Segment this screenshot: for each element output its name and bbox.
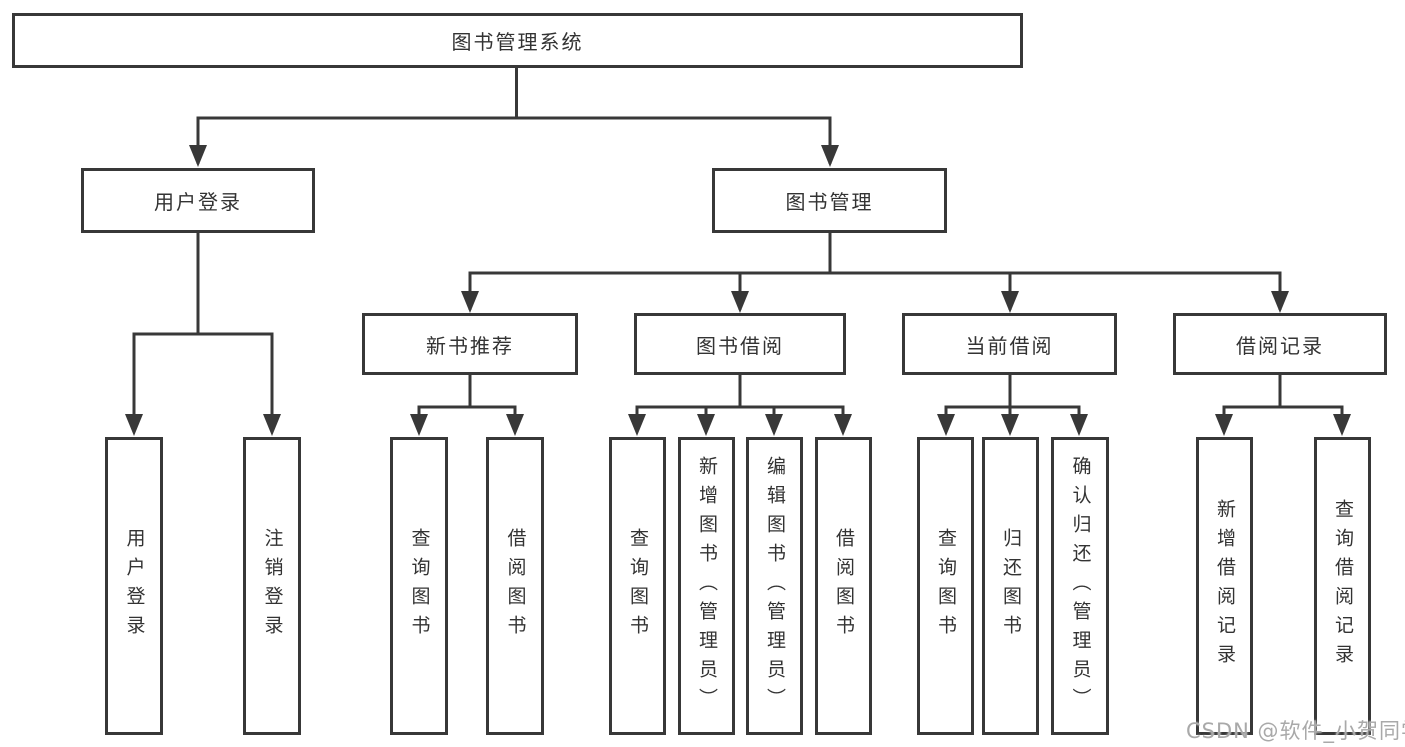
leaf-logout: 注销登录 xyxy=(243,437,301,735)
node-label: 用户登录 xyxy=(123,528,146,644)
leaf-add-borrow-record: 新增借阅记录 xyxy=(1196,437,1253,735)
node-label: 借阅图书 xyxy=(504,528,527,644)
node-label: 新书推荐 xyxy=(426,333,514,358)
leaf-return-books: 归还图书 xyxy=(982,437,1039,735)
leaf-confirm-return-admin: 确认归还（管理员） xyxy=(1051,437,1109,735)
csdn-watermark: CSDN @软件_小贺同学 xyxy=(1186,719,1405,743)
node-label: 借阅图书 xyxy=(833,528,855,644)
connector-book-borrow-children xyxy=(628,375,852,436)
node-label: 查询借阅记录 xyxy=(1332,499,1354,673)
leaf-borrow-books: 借阅图书 xyxy=(815,437,872,735)
node-new-book-recommend: 新书推荐 xyxy=(362,313,578,375)
node-label: 当前借阅 xyxy=(965,333,1054,358)
leaf-user-login: 用户登录 xyxy=(105,437,163,735)
leaf-query-books-borrow: 查询图书 xyxy=(609,437,666,735)
node-borrow-records: 借阅记录 xyxy=(1173,313,1387,375)
node-label: 图书管理 xyxy=(785,190,874,214)
node-user-login: 用户登录 xyxy=(81,168,315,233)
leaf-query-borrow-record: 查询借阅记录 xyxy=(1314,437,1371,735)
node-library-management-system: 图书管理系统 xyxy=(12,13,1023,68)
connector-borrow-records-children xyxy=(1215,375,1351,436)
node-label: 注销登录 xyxy=(261,528,284,644)
connector-user-login-children xyxy=(125,233,281,436)
node-label: 新增借阅记录 xyxy=(1214,499,1236,673)
connector-root-to-level2 xyxy=(189,68,839,167)
connector-new-book-recommend-children xyxy=(410,375,524,436)
node-label: 查询图书 xyxy=(408,528,431,644)
node-label: 图书管理系统 xyxy=(451,30,584,54)
node-book-borrow: 图书借阅 xyxy=(634,313,846,375)
leaf-edit-books-admin: 编辑图书（管理员） xyxy=(746,437,803,735)
connector-book-management-children xyxy=(461,233,1289,313)
node-label: 归还图书 xyxy=(1000,528,1022,644)
node-label: 确认归还（管理员） xyxy=(1069,455,1092,717)
node-label: 图书借阅 xyxy=(696,333,784,358)
connector-current-borrow-children xyxy=(937,375,1088,436)
node-current-borrow: 当前借阅 xyxy=(902,313,1117,375)
node-label: 用户登录 xyxy=(154,190,242,214)
node-label: 新增图书（管理员） xyxy=(696,455,718,717)
node-book-management: 图书管理 xyxy=(712,168,947,233)
node-label: 查询图书 xyxy=(627,528,649,644)
node-label: 编辑图书（管理员） xyxy=(764,455,786,717)
leaf-add-books-admin: 新增图书（管理员） xyxy=(678,437,735,735)
leaf-borrow-books-recommend: 借阅图书 xyxy=(486,437,544,735)
node-label: 借阅记录 xyxy=(1236,333,1324,358)
node-label: 查询图书 xyxy=(935,528,957,644)
leaf-query-books-current: 查询图书 xyxy=(917,437,974,735)
leaf-query-books-recommend: 查询图书 xyxy=(390,437,448,735)
